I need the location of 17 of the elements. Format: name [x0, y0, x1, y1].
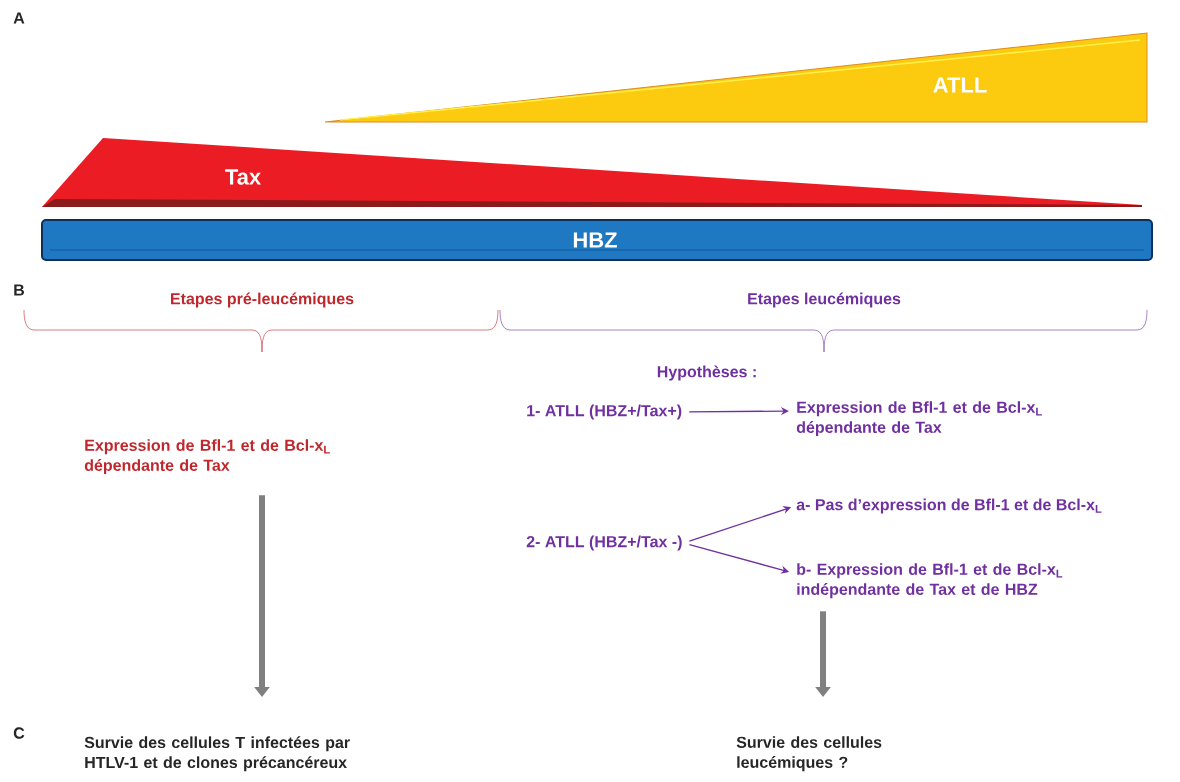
- survival-text: Survie des cellules T infectées par HTLV-1 et de clones précancéreux: [84, 736, 350, 772]
- outcome-text: a- Pas d’expression de Bfl-1 et de Bcl-x$_{L}$: [796, 498, 1102, 514]
- panel-letter: B: [14, 284, 24, 296]
- hypothesis-text: 1- ATLL (HBZ+/Tax+): [527, 404, 682, 420]
- tax-triangle: Tax: [42, 138, 1142, 207]
- hbz-bar: HBZ: [41, 219, 1153, 261]
- outcome-text: b- Expression de Bfl-1 et de Bcl-x$_{L}$ indépendante de Tax et de HBZ: [797, 563, 1063, 599]
- survival-text: Survie des cellules leucémiques ?: [736, 736, 882, 772]
- panel-letter: A: [13, 12, 25, 24]
- hypotheses-heading: Hypothèses :: [657, 365, 756, 381]
- stage-heading: Etapes pré-leucémiques: [171, 292, 354, 308]
- stage-heading: Etapes leucémiques: [748, 292, 901, 308]
- panel-letter: C: [13, 727, 25, 739]
- expression-text: Expression de Bfl-1 et de Bcl-x$_{L}$ dépendante de Tax: [84, 439, 330, 475]
- hypothesis-text: 2- ATLL (HBZ+/Tax -): [526, 535, 682, 551]
- expression-text: Expression de Bfl-1 et de Bcl-x$_{L}$ dépendante de Tax: [796, 401, 1042, 437]
- atll-triangle: ATLL: [324, 32, 1148, 123]
